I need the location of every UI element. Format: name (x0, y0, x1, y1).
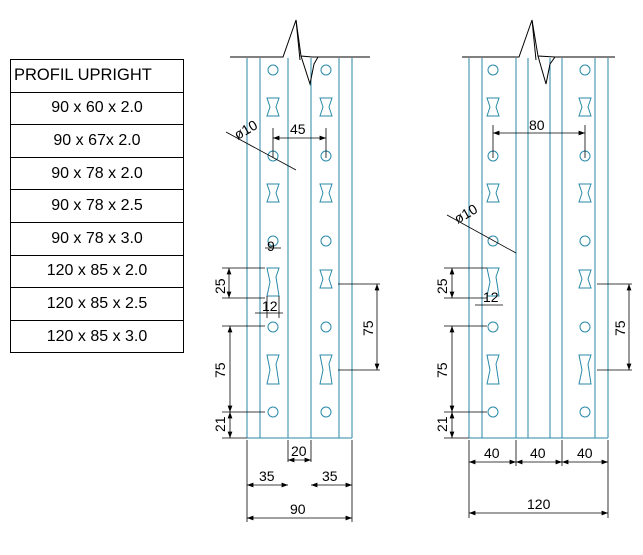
left-dimensions (222, 128, 380, 522)
table-row: 90 x 78 x 3.0 (10, 221, 184, 256)
left-perforations (266, 64, 333, 418)
left-profile (246, 58, 353, 439)
right-hole-dia: ø10 (451, 201, 480, 227)
right-dim-75-right: 75 (612, 320, 628, 336)
table-row: 120 x 85 x 2.0 (10, 254, 184, 289)
right-dim-12: 12 (483, 289, 499, 305)
left-dim-labels: ø10 45 9 25 12 75 75 21 35 20 35 90 (212, 117, 376, 517)
table-row: 90 x 78 x 2.5 (10, 189, 184, 223)
right-profile (468, 58, 609, 439)
left-dim-75-right: 75 (360, 320, 376, 336)
left-dim-75-left: 75 (212, 362, 228, 378)
left-dim-35b: 35 (322, 468, 338, 484)
left-dim-12: 12 (262, 298, 278, 314)
right-dimensions (444, 125, 632, 518)
right-dim-40a: 40 (484, 445, 500, 461)
table-row: 120 x 85 x 3.0 (10, 319, 184, 354)
right-dim-40b: 40 (530, 445, 546, 461)
right-dim-25: 25 (434, 278, 450, 294)
right-dim-labels: ø10 80 25 12 75 75 21 40 40 40 120 (434, 117, 628, 512)
left-dim-21: 21 (212, 416, 228, 432)
right-dim-21: 21 (434, 416, 450, 432)
left-dim-20: 20 (291, 443, 307, 459)
table-row: 90 x 78 x 2.0 (10, 156, 184, 191)
right-dim-80: 80 (529, 117, 545, 133)
right-dim-40c: 40 (577, 445, 593, 461)
profile-upright-table: PROFIL UPRIGHT 90 x 60 x 2.0 90 x 67x 2.… (10, 59, 184, 354)
left-break-line (230, 19, 370, 86)
table-row: 90 x 60 x 2.0 (10, 91, 184, 126)
right-dim-75-left: 75 (434, 362, 450, 378)
table-header: PROFIL UPRIGHT (10, 59, 184, 93)
left-dim-90: 90 (290, 501, 306, 517)
left-dim-25: 25 (212, 278, 228, 294)
left-hole-dia: ø10 (231, 117, 260, 143)
table-row: 120 x 85 x 2.5 (10, 287, 184, 321)
right-perforations (486, 64, 592, 418)
left-dim-9: 9 (267, 238, 275, 254)
left-dim-45: 45 (290, 121, 306, 137)
right-dim-120: 120 (527, 496, 551, 512)
left-dim-35a: 35 (259, 468, 275, 484)
right-break-line (462, 19, 615, 85)
